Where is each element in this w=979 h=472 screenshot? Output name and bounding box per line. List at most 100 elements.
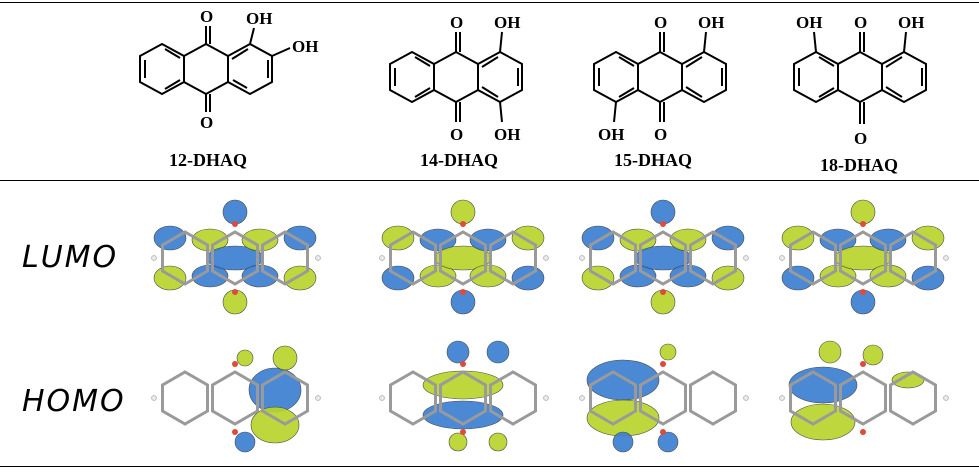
oxygen-atom [660, 221, 666, 227]
bond-skeleton [889, 230, 937, 286]
oxygen-atom [460, 221, 466, 227]
oxygen-atom [860, 289, 866, 295]
orbital-lobe [222, 199, 248, 225]
bond-skeleton [161, 230, 209, 286]
orbital-lobe [153, 225, 187, 251]
orbital-lobe [488, 432, 508, 452]
bond-skeleton [639, 370, 687, 426]
orbital-lobe [511, 265, 545, 291]
structure-14-dhaq: O OH O OH [380, 4, 600, 154]
compound-name-12-dhaq: 12-DHAQ [169, 150, 247, 170]
substituent-label: OH [698, 13, 724, 32]
substituent-label: O [200, 113, 213, 132]
substituent-label: OH [494, 13, 520, 32]
hydrogen-atom [579, 255, 585, 261]
substituent-label: O [654, 13, 667, 32]
oxygen-atom [460, 429, 466, 435]
orbital-lobe [191, 228, 229, 252]
bond-skeleton [439, 370, 487, 426]
oxygen-atom [660, 361, 666, 367]
bond-skeleton [789, 370, 837, 426]
orbital-lobe [241, 264, 279, 288]
substituent-label: OH [494, 125, 520, 144]
bond-skeleton [589, 370, 637, 426]
bond-skeleton [789, 230, 837, 286]
structure-18-dhaq: OH O OH O [780, 4, 970, 159]
substituent-label: OH [246, 9, 272, 28]
bond-skeleton [261, 230, 309, 286]
orbital-lobe [781, 265, 815, 291]
orbital-lobe [486, 340, 510, 364]
bond-skeleton [389, 370, 437, 426]
substituent-label: O [854, 13, 867, 32]
hydrogen-atom [151, 395, 157, 401]
orbital-lobe [283, 265, 317, 291]
substituent-label: O [854, 129, 867, 148]
orbital-lobe [650, 199, 676, 225]
oxygen-atom [860, 429, 866, 435]
substituent-label: OH [796, 13, 822, 32]
oxygen-atom [232, 221, 238, 227]
orbital-lobe [511, 225, 545, 251]
orbital-lobe [869, 264, 907, 288]
hydrogen-atom [315, 395, 321, 401]
orbital-lobe [469, 264, 507, 288]
substituent-label: OH [292, 37, 318, 56]
hydrogen-atom [151, 255, 157, 261]
orbital-lobe [659, 343, 677, 361]
orbital-lobe [283, 225, 317, 251]
bond-skeleton [161, 370, 209, 426]
orbital-lobe [862, 344, 884, 366]
hydrogen-atom [379, 255, 385, 261]
orbital-lobe [250, 406, 300, 444]
structure-12-dhaq: O OH OH O [130, 4, 370, 154]
orbital-lobe [272, 345, 298, 371]
oxygen-atom [232, 289, 238, 295]
orbital-lobe [381, 225, 415, 251]
bond-skeleton [689, 370, 737, 426]
hydrogen-atom [743, 395, 749, 401]
hydrogen-atom [943, 395, 949, 401]
substituent-label: O [450, 125, 463, 144]
substituent-label: OH [898, 13, 924, 32]
row-label-lumo: LUMO [22, 240, 119, 275]
orbital-lobe [788, 366, 858, 404]
orbital-lobe [669, 264, 707, 288]
compound-name-14-dhaq: 14-DHAQ [420, 150, 498, 170]
bond-skeleton [639, 230, 687, 286]
substituent-label: O [200, 7, 213, 26]
orbital-lobe [612, 431, 634, 453]
orbital-lobe [657, 431, 679, 453]
orbital-lobe [581, 225, 615, 251]
orbital-lobe [448, 432, 468, 452]
orbital-lobe [469, 228, 507, 252]
bond-skeleton [211, 230, 259, 286]
bond-skeleton [489, 230, 537, 286]
orbital-lobe [450, 199, 476, 225]
orbital-lobe [819, 264, 857, 288]
orbital-lobe [669, 228, 707, 252]
bond-skeleton [839, 230, 887, 286]
orbital-lobe [446, 340, 470, 364]
orbital-lobe [850, 199, 876, 225]
orbital-lobe [911, 265, 945, 291]
oxygen-atom [860, 221, 866, 227]
oxygen-atom [660, 429, 666, 435]
header-divider [0, 180, 979, 181]
orbital-lobe [619, 228, 657, 252]
orbital-lobe [818, 340, 842, 364]
orbital-lobe [419, 264, 457, 288]
substituent-label: O [450, 13, 463, 32]
homo-orbital-12-dhaq [151, 345, 321, 453]
row-label-homo: HOMO [22, 384, 126, 419]
bond-skeleton [889, 370, 937, 426]
orbital-lobe [381, 265, 415, 291]
lumo-orbital-15-dhaq [579, 199, 749, 315]
orbital-lobe [581, 265, 615, 291]
homo-orbital-18-dhaq [779, 340, 949, 441]
orbital-lobe [781, 225, 815, 251]
hydrogen-atom [779, 255, 785, 261]
orbital-lobe [234, 431, 256, 453]
oxygen-atom [860, 361, 866, 367]
lumo-orbital-12-dhaq [151, 199, 321, 315]
